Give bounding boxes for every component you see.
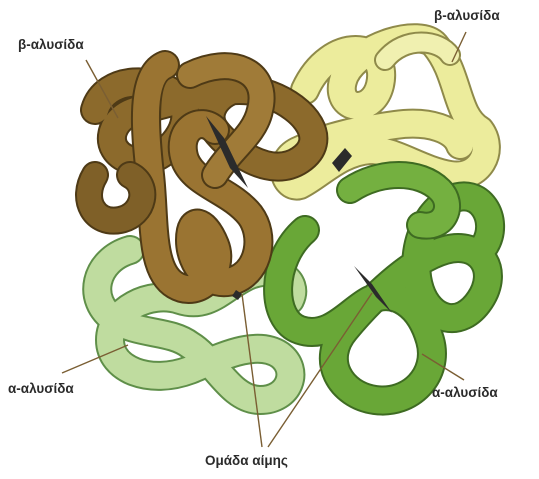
label-beta-chain-right: β-αλυσίδα xyxy=(434,8,500,23)
label-alpha-chain-right: α-αλυσίδα xyxy=(432,385,498,400)
label-beta-chain-left: β-αλυσίδα xyxy=(18,37,84,52)
label-heme-group: Ομάδα αίμης xyxy=(205,453,288,468)
alpha-chain-green xyxy=(278,175,490,401)
label-alpha-chain-left: α-αλυσίδα xyxy=(8,381,74,396)
leader-heme-1 xyxy=(242,294,262,447)
